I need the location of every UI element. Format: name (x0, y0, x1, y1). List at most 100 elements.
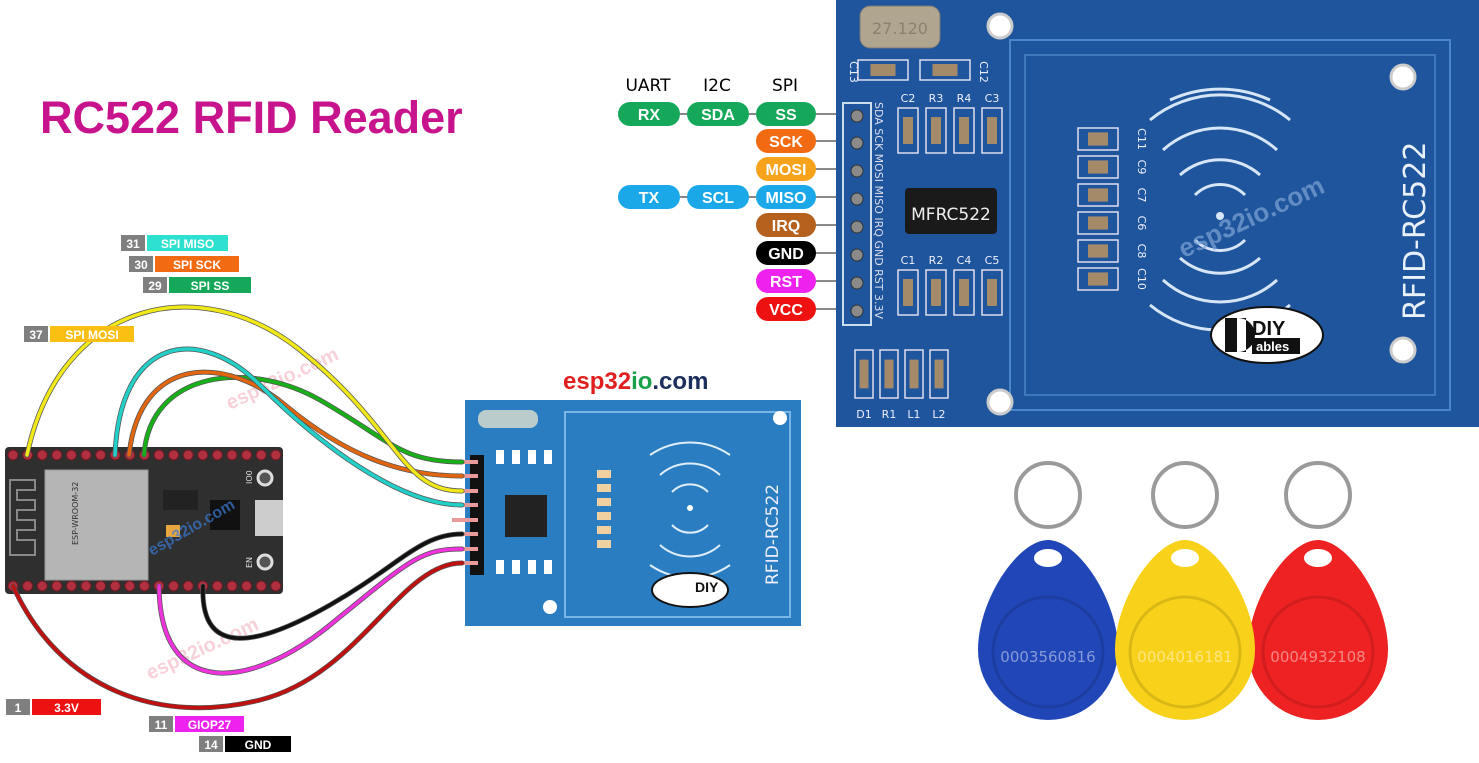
pin-name: SPI SS (191, 279, 230, 293)
uart-pill-rx-label: RX (638, 107, 661, 124)
board-name: RFID-RC522 (1398, 142, 1433, 320)
io0-button[interactable] (256, 469, 274, 487)
component-C13 (857, 59, 909, 81)
pin-pill-ss (756, 102, 816, 126)
esp32-pin (255, 580, 267, 592)
component-R4 (953, 107, 975, 154)
uart-pill-tx (618, 185, 680, 209)
component-C6 (1077, 211, 1119, 235)
wire-sck (127, 370, 464, 478)
component-C5 (981, 269, 1003, 316)
wire-miso (113, 347, 464, 507)
rfid-tag: 0004016181 (1115, 540, 1255, 720)
component-label: C8 (1135, 244, 1148, 259)
header-pin (452, 489, 478, 493)
esp32-pin (182, 449, 194, 461)
component-label: L2 (932, 408, 945, 421)
esp32-pin (51, 449, 63, 461)
esp32-pin (270, 580, 282, 592)
pin-pill-sck-label: SCK (769, 134, 803, 151)
esp32-pin (182, 580, 194, 592)
tag-body (978, 540, 1118, 720)
rfid-tag: 0004932108 (1248, 540, 1388, 720)
pin-number: 29 (148, 279, 162, 293)
component-label: C6 (1135, 216, 1148, 231)
pin-number-box (6, 699, 30, 715)
esp32-pin (255, 449, 267, 461)
header-pin (452, 547, 478, 551)
silk-pin-labels: SDA SCK MOSI MISO IRQ GND RST 3.3V (872, 102, 885, 319)
esp32-pin (226, 449, 238, 461)
esp-wroom-module (44, 469, 149, 581)
rfid-tag: 0003560816 (978, 540, 1118, 720)
pin-pill-vcc-label: VCC (769, 302, 803, 319)
crystal (859, 5, 941, 49)
en-button[interactable] (256, 553, 274, 571)
component-label: C2 (901, 92, 916, 105)
header-pin (850, 276, 864, 290)
component-label: C9 (1135, 160, 1148, 175)
uart-pill-tx-label: TX (639, 190, 660, 207)
io0-label: IO0 (245, 470, 254, 484)
component-D1 (854, 349, 874, 399)
chip-label: MFRC522 (911, 205, 991, 225)
tag-number: 0003560816 (1000, 648, 1095, 666)
wire-ss (142, 375, 464, 464)
i2c-pill-sda-label: SDA (701, 107, 735, 124)
brand-text: esp32io.com (563, 368, 708, 395)
i2c-pill-scl (687, 185, 749, 209)
page-title: RC522 RFID Reader (40, 92, 463, 143)
component-label: C10 (1135, 268, 1148, 290)
component-L1 (904, 349, 924, 399)
i2c-pill-scl-label: SCL (702, 190, 734, 207)
esp32-pin (65, 449, 77, 461)
component-label: C13 (847, 61, 860, 83)
component-label: C7 (1135, 188, 1148, 203)
esp32-pin (51, 580, 63, 592)
logo-small-text: DIY (695, 579, 719, 595)
header-pin (452, 518, 478, 522)
crystal-label: 27.120 (872, 19, 928, 38)
pin-pill-miso-label: MISO (766, 190, 807, 207)
component-label: C1 (901, 254, 916, 267)
pin-number: 1 (15, 701, 22, 715)
esp32-pin (80, 449, 92, 461)
esp32-pin (241, 449, 253, 461)
antenna-waves-icon (1149, 87, 1291, 332)
en-label: EN (245, 557, 254, 568)
key-ring-icon (1014, 461, 1082, 529)
key-ring-icon (1284, 461, 1352, 529)
board-name-small: RFID-RC522 (763, 484, 783, 585)
component-C12 (919, 59, 971, 81)
esp32-pin (80, 580, 92, 592)
wire-gnd (201, 532, 464, 640)
esp32-pin (241, 580, 253, 592)
pin-number-box (24, 326, 48, 342)
esp32-pin (124, 580, 136, 592)
pin-name: GIOP27 (188, 718, 232, 732)
pin-number-box (121, 235, 145, 251)
component-C2 (897, 107, 919, 154)
pin-number: 37 (29, 328, 43, 342)
pin-name: GND (245, 738, 272, 752)
mfrc522-chip (905, 188, 997, 234)
pin-pill-mosi-label: MOSI (766, 162, 807, 179)
header-pin (452, 532, 478, 536)
mfrc522-chip-small (505, 495, 547, 537)
header-pin (452, 503, 478, 507)
pin-name-box (155, 256, 239, 272)
header-pin (452, 460, 478, 464)
header-pin (850, 192, 864, 206)
esp32-pin (95, 449, 107, 461)
pin-pill-irq (756, 213, 816, 237)
pin-number-box (129, 256, 153, 272)
header-pin (850, 164, 864, 178)
component-label: L1 (907, 408, 920, 421)
tag-body (1115, 540, 1255, 720)
esp32-pin (211, 580, 223, 592)
pin-number-box (149, 716, 173, 732)
component-R1 (879, 349, 899, 399)
header-pin (452, 561, 478, 565)
pin-number-box (199, 736, 223, 752)
